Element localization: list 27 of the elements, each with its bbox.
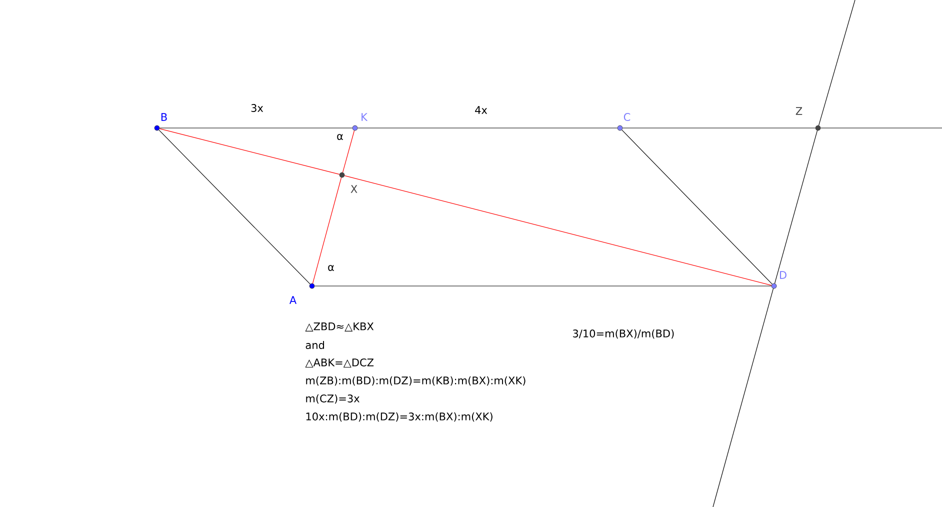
point-label: C [624,113,630,121]
angle-label: α [328,265,334,271]
edge-label: 4x [475,106,488,114]
equation-text: m(CZ)=3x [306,394,360,404]
line-segment [312,177,342,284]
point-label: B [161,113,167,121]
line-segment [622,130,772,284]
point-label: K [362,113,368,121]
line-segment [818,0,856,126]
line-segment [344,175,772,286]
point-label: X [350,185,358,193]
equation-text: 3/10=m(BX)/m(BD) [573,329,674,339]
line-segment [159,128,340,175]
line-segment [158,130,310,284]
line-segment [342,130,355,173]
equation-text: △ABK=△DCZ [305,358,374,368]
edge-label: 3x [251,104,264,112]
angle-label: α [337,134,343,140]
point-label: Z [796,107,802,115]
equation-text: △ZBD≈△KBX [305,322,374,332]
equation-text: 10x:m(BD):m(DZ)=3x:m(BX):m(XK) [306,412,492,422]
equation-text: and [306,340,324,350]
line-segment [774,130,818,284]
point-label: A [290,296,296,304]
point-label: D [780,271,786,279]
line-segment [712,288,774,507]
equation-text: m(ZB):m(BD):m(DZ)=m(KB):m(BX):m(XK) [306,376,526,386]
